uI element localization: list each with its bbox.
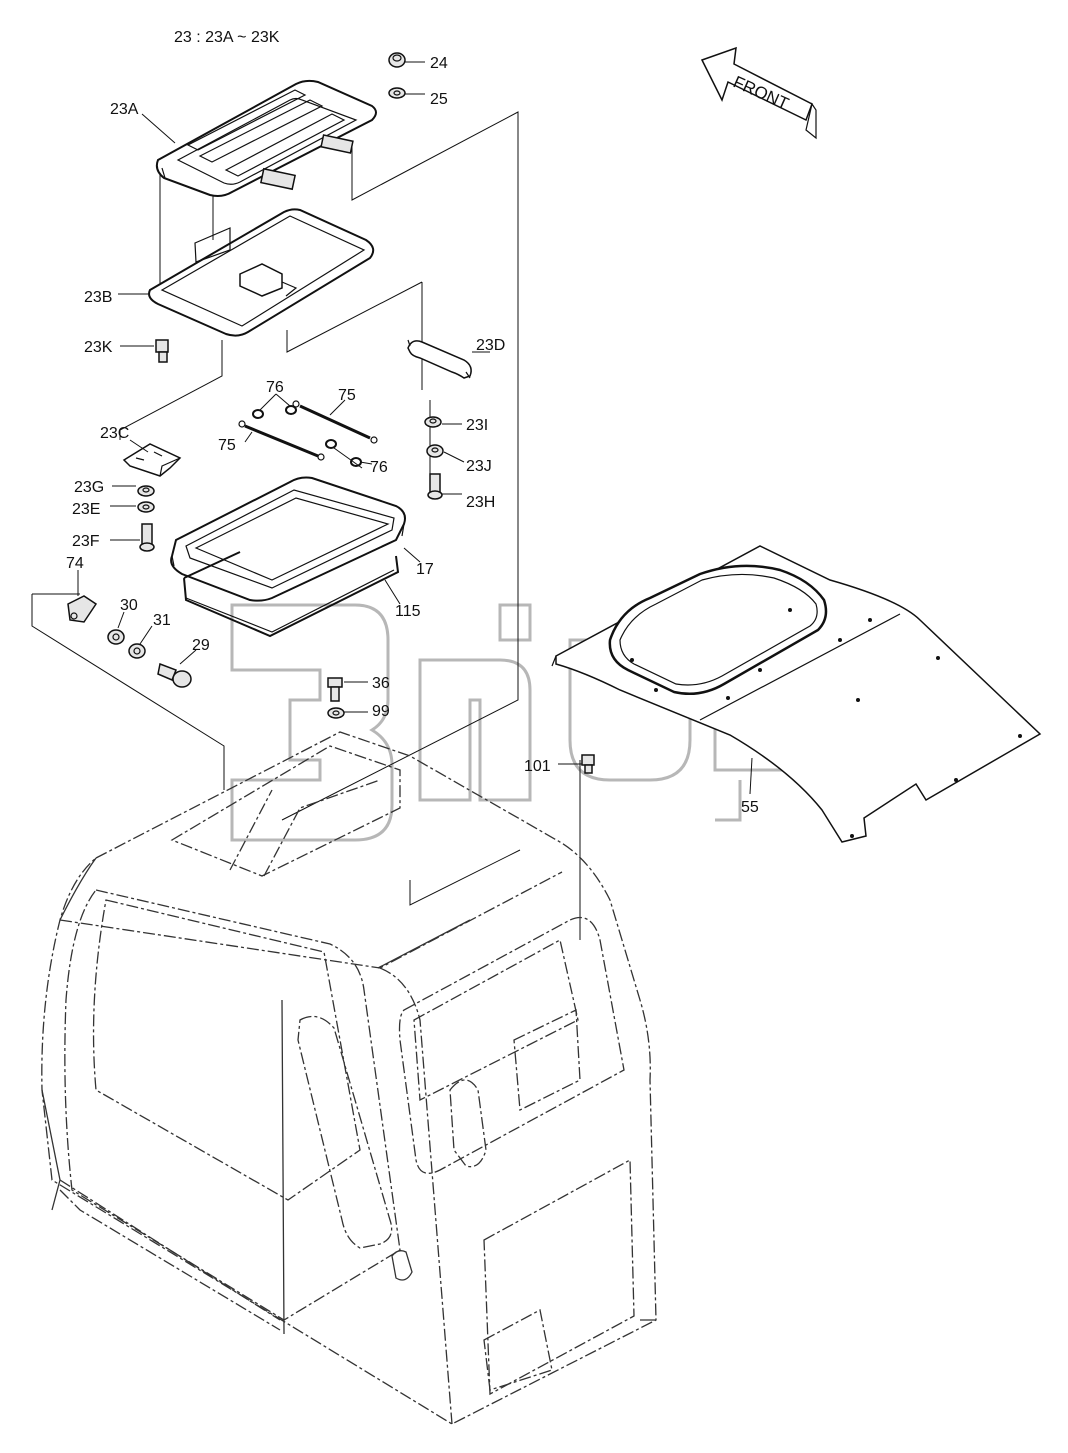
washer-23G [137,485,155,497]
diagram-title: 23 : 23A ~ 23K [174,29,280,46]
roof-cover-55 [551,545,1042,843]
gasket-115 [183,551,400,638]
callout-55: 55 [741,799,759,816]
hatch-frame-17 [170,476,406,602]
callout-31: 31 [153,612,171,629]
callout-25: 25 [430,91,448,108]
washer-99 [327,707,345,719]
front-direction-arrow: FRONT [700,46,817,140]
callout-101: 101 [524,758,551,775]
bolt-23H [427,473,443,500]
washer-23E [137,501,155,513]
callout-76-upper: 76 [266,379,284,396]
washer-23J [426,444,444,458]
bolt-23K [155,339,169,363]
hatch-cover-23A [155,79,377,197]
callout-23C: 23C [100,425,129,442]
washer-30 [107,629,125,645]
handle-23D [407,339,472,379]
callout-29: 29 [192,637,210,654]
callout-75-lower: 75 [218,437,236,454]
callout-23H: 23H [466,494,495,511]
callout-75-upper: 75 [338,387,356,404]
callout-76-lower: 76 [370,459,388,476]
callout-23E: 23E [72,501,100,518]
callout-23J: 23J [466,458,492,475]
bolt-101 [581,754,595,774]
bracket-23C [122,443,182,477]
callout-23K: 23K [84,339,113,356]
callout-23B: 23B [84,289,112,306]
lock-plate-74 [67,595,98,623]
callout-17: 17 [416,561,434,578]
callout-99: 99 [372,703,390,720]
bolt-36 [327,677,343,702]
washer-31 [128,643,146,659]
nut-24 [388,52,406,68]
washer-23I [424,416,442,428]
callout-23A: 23A [110,101,139,118]
callout-23D: 23D [476,337,505,354]
callout-23I: 23I [466,417,488,434]
callout-23G: 23G [74,479,104,496]
callout-24: 24 [430,55,448,72]
callout-115: 115 [395,603,421,620]
gas-spring-75-lower [238,420,325,461]
callout-30: 30 [120,597,138,614]
gas-spring-75-upper [292,400,378,444]
hatch-frame-23B [148,208,375,337]
washer-25 [388,87,406,99]
callout-23F: 23F [72,533,100,550]
cab-body-solid-lines [41,857,656,1335]
bolt-23F [139,523,155,552]
callout-36: 36 [372,675,390,692]
callout-74: 74 [66,555,84,572]
bolt-29 [157,662,192,688]
ring-76-upper [252,405,297,419]
ring-76-lower [325,439,362,467]
cab-body-outline [41,731,657,1425]
